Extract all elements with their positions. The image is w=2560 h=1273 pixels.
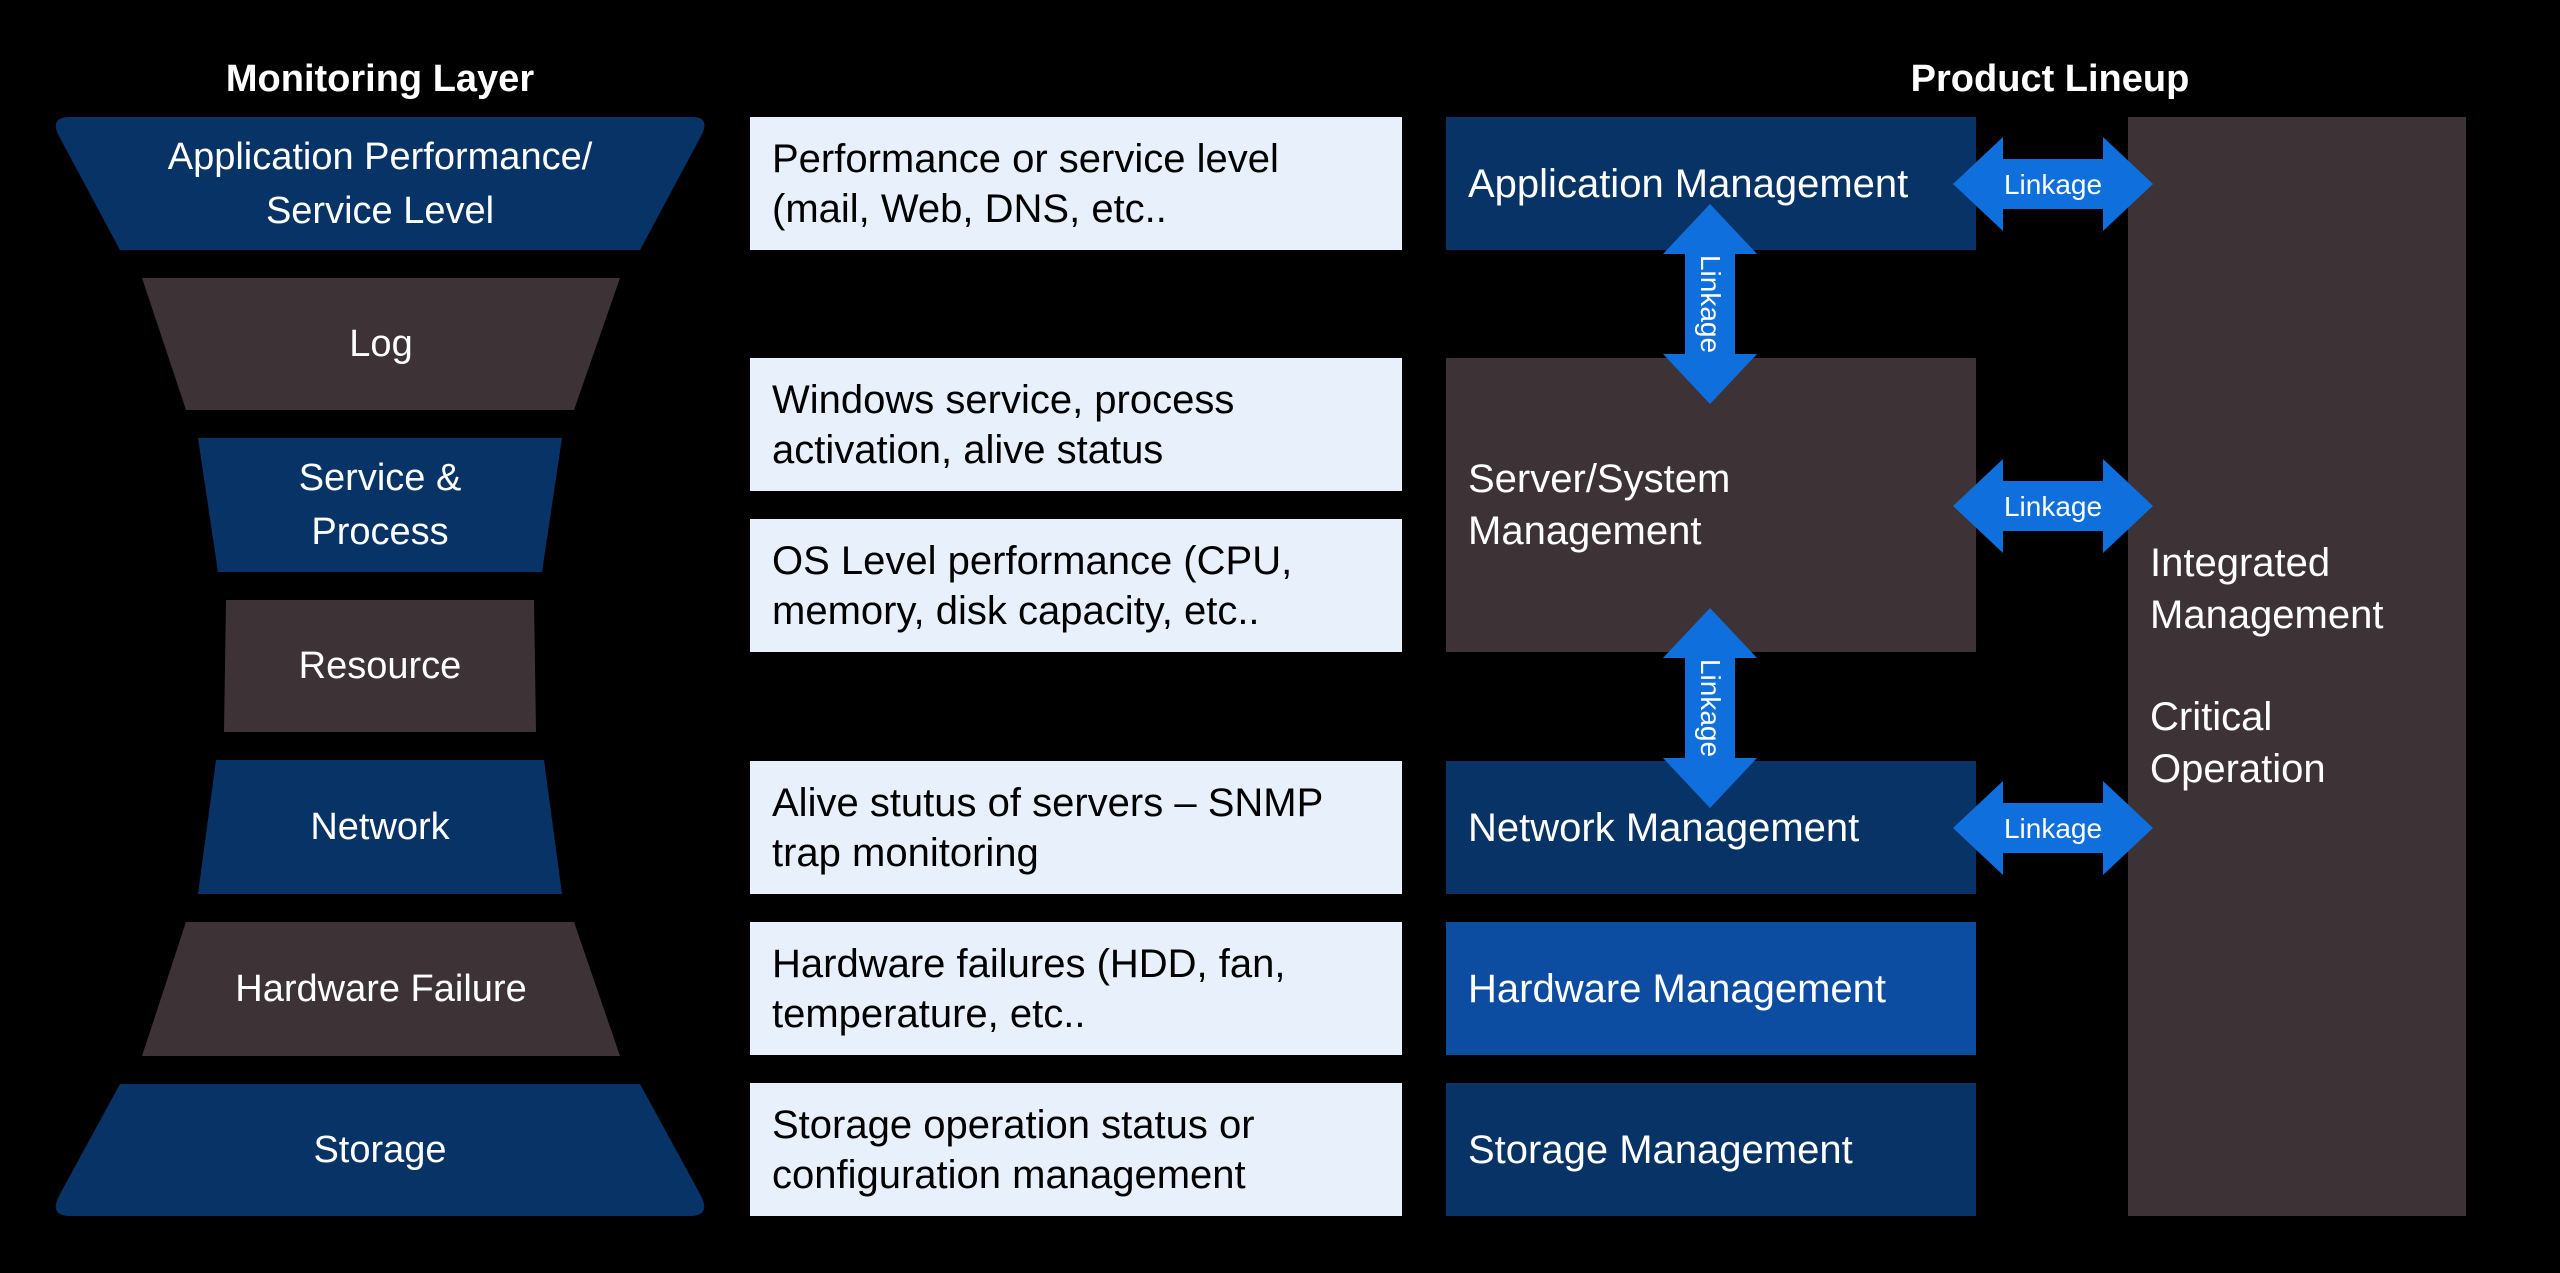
description-resource: OS Level performance (CPU, memory, disk …: [750, 519, 1402, 652]
linkage-arrow-application: Linkage: [1953, 137, 2153, 231]
linkage-label: Linkage: [1695, 659, 1726, 757]
product-application-management: Application Management: [1446, 117, 1976, 250]
product-network-management: Network Management: [1446, 761, 1976, 894]
integrated-line2: Management: [2150, 593, 2384, 637]
product-server-system-management: Server/System Management: [1446, 358, 1976, 652]
product-label-line1: Server/System: [1468, 457, 1731, 501]
description-network: Alive stutus of servers – SNMP trap moni…: [750, 761, 1402, 894]
monitoring-layer-heading: Monitoring Layer: [225, 58, 535, 100]
linkage-arrow-application-server: Linkage: [1663, 204, 1757, 404]
linkage-label: Linkage: [2004, 169, 2102, 200]
monitoring-layer-funnel: [55, 117, 705, 1216]
description-line1: OS Level performance (CPU,: [772, 538, 1293, 583]
critical-line2: Operation: [2150, 747, 2326, 791]
description-hardware: Hardware failures (HDD, fan, temperature…: [750, 922, 1402, 1055]
description-line1: Alive stutus of servers – SNMP: [772, 780, 1324, 825]
description-line1: Hardware failures (HDD, fan,: [772, 941, 1286, 986]
integrated-management-label: Integrated Management: [2150, 537, 2460, 641]
layer-shape-application: [55, 117, 705, 250]
description-line2: trap monitoring: [772, 830, 1039, 875]
description-line2: configuration management: [772, 1152, 1246, 1197]
product-lineup-heading: Product Lineup: [1910, 58, 2190, 100]
integrated-line1: Integrated: [2150, 541, 2331, 585]
linkage-label: Linkage: [1695, 255, 1726, 353]
product-label-line2: Management: [1468, 509, 1702, 553]
layer-shape-service: [198, 438, 562, 572]
product-label: Hardware Management: [1468, 966, 1886, 1011]
description-line2: (mail, Web, DNS, etc..: [772, 186, 1167, 231]
integrated-management-panel: Integrated Management Critical Operation: [2128, 117, 2466, 1216]
critical-operation-label: Critical Operation: [2150, 691, 2460, 795]
description-line2: temperature, etc..: [772, 991, 1086, 1036]
description-application: Performance or service level (mail, Web,…: [750, 117, 1402, 250]
layer-shape-resource: [224, 600, 536, 732]
description-line2: activation, alive status: [772, 427, 1164, 472]
description-line1: Windows service, process: [772, 377, 1235, 422]
layer-shape-network: [198, 760, 562, 894]
layer-shape-hardware: [142, 922, 620, 1056]
product-label: Application Management: [1468, 161, 1909, 206]
critical-line1: Critical: [2150, 695, 2273, 739]
product-storage-management: Storage Management: [1446, 1083, 1976, 1216]
product-label: Network Management: [1468, 805, 1860, 850]
layer-shape-storage: [55, 1084, 705, 1216]
linkage-arrow-network: Linkage: [1953, 781, 2153, 875]
description-line1: Performance or service level: [772, 136, 1279, 181]
linkage-arrow-server: Linkage: [1953, 459, 2153, 553]
product-label: Storage Management: [1468, 1127, 1853, 1172]
description-service-process: Windows service, process activation, ali…: [750, 358, 1402, 491]
linkage-arrow-server-network: Linkage: [1663, 608, 1757, 808]
linkage-label: Linkage: [2004, 813, 2102, 844]
product-hardware-management: Hardware Management: [1446, 922, 1976, 1055]
layer-shape-log: [142, 278, 620, 410]
description-storage: Storage operation status or configuratio…: [750, 1083, 1402, 1216]
linkage-label: Linkage: [2004, 491, 2102, 522]
description-line2: memory, disk capacity, etc..: [772, 588, 1260, 633]
description-line1: Storage operation status or: [772, 1102, 1255, 1147]
